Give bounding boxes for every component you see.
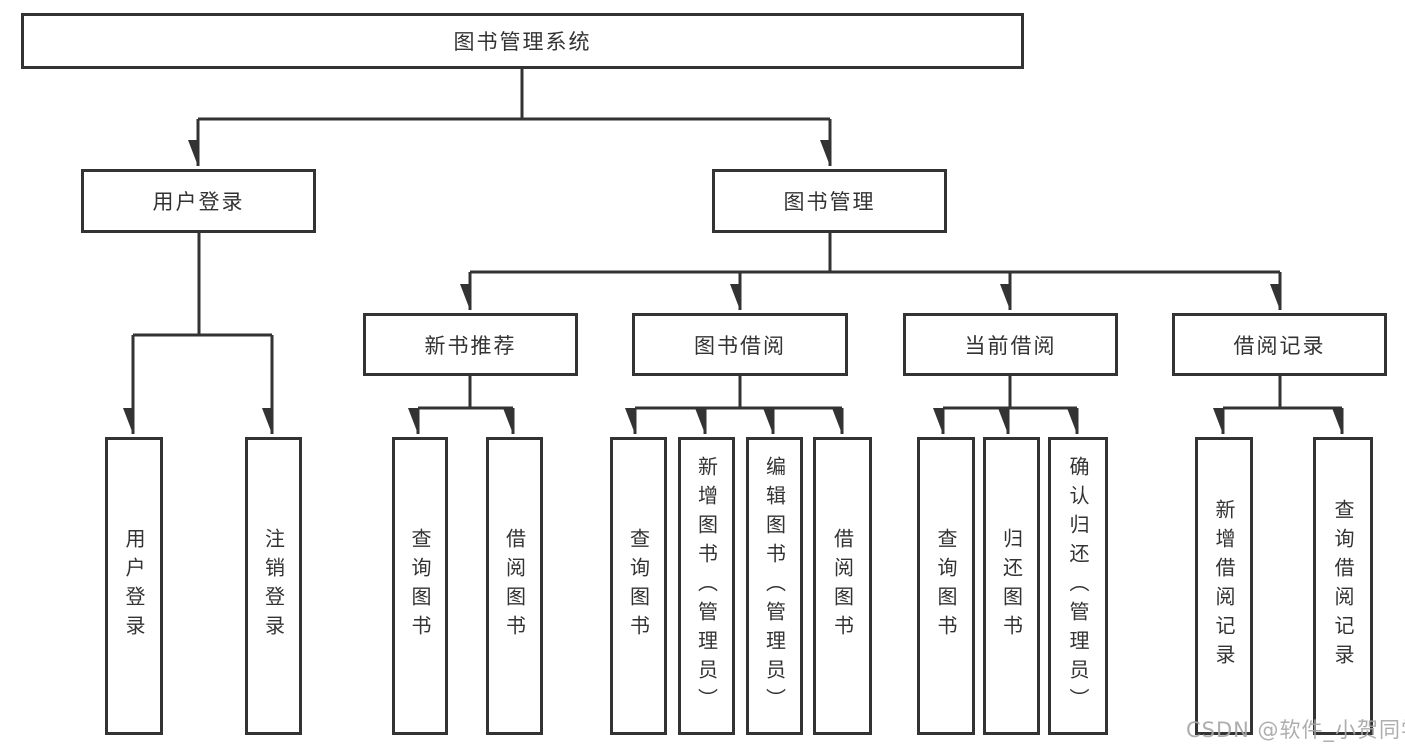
branch-node-user-login: 用户登录: [81, 169, 316, 233]
leaf-node-label: 查询借阅记录: [1331, 499, 1355, 673]
group-node-current-borrow: 当前借阅: [903, 313, 1118, 376]
branch-node-label: 用户登录: [152, 190, 245, 214]
group-node-new-book-recommend: 新书推荐: [363, 313, 578, 376]
leaf-node-edit-books-admin: 编辑图书（管理员）: [746, 437, 803, 735]
group-node-label: 当前借阅: [964, 333, 1057, 358]
leaf-node-logout: 注销登录: [245, 437, 302, 735]
leaf-node-confirm-return-admin: 确认归还（管理员）: [1048, 437, 1108, 735]
leaf-node-borrow-books: 借阅图书: [813, 437, 872, 735]
group-node-book-borrow: 图书借阅: [632, 313, 848, 376]
leaf-node-borrow-books: 借阅图书: [486, 437, 543, 735]
leaf-node-label: 归还图书: [999, 528, 1024, 644]
leaf-node-label: 编辑图书（管理员）: [762, 455, 787, 717]
leaf-node-query-books: 查询图书: [392, 437, 448, 735]
leaf-node-label: 借阅图书: [502, 528, 527, 644]
leaf-node-label: 查询图书: [934, 528, 958, 644]
leaf-node-query-books: 查询图书: [917, 437, 975, 735]
group-node-label: 借阅记录: [1233, 333, 1326, 358]
leaf-node-query-books: 查询图书: [610, 437, 667, 735]
branch-node-label: 图书管理: [783, 190, 876, 214]
leaf-node-add-books-admin: 新增图书（管理员）: [678, 437, 735, 735]
leaf-node-label: 查询图书: [408, 528, 432, 644]
leaf-node-add-borrow-record: 新增借阅记录: [1195, 437, 1253, 735]
leaf-node-label: 用户登录: [122, 528, 146, 644]
csdn-watermark: CSDN @软件_小贺同学: [1186, 718, 1405, 742]
group-node-borrow-records: 借阅记录: [1172, 313, 1387, 376]
branch-node-book-management: 图书管理: [712, 169, 947, 233]
leaf-node-query-borrow-record: 查询借阅记录: [1313, 437, 1373, 735]
root-node-label: 图书管理系统: [453, 30, 592, 54]
leaf-node-label: 注销登录: [261, 528, 286, 644]
leaf-node-return-books: 归还图书: [983, 437, 1040, 735]
root-node-system: 图书管理系统: [21, 13, 1024, 69]
leaf-node-label: 确认归还（管理员）: [1066, 455, 1090, 717]
leaf-node-label: 查询图书: [626, 528, 651, 644]
group-node-label: 图书借阅: [694, 333, 786, 358]
leaf-node-label: 借阅图书: [830, 528, 855, 644]
leaf-node-user-login: 用户登录: [105, 437, 163, 735]
group-node-label: 新书推荐: [424, 333, 517, 358]
leaf-node-label: 新增图书（管理员）: [694, 455, 719, 717]
leaf-node-label: 新增借阅记录: [1212, 499, 1236, 673]
